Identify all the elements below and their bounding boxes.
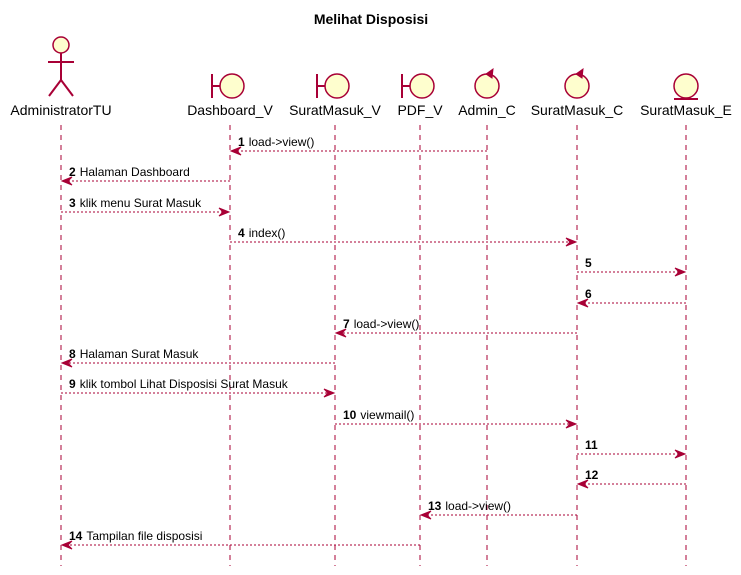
participant-admin_c: Admin_C [458,67,516,118]
message-3: 3 klik menu Surat Masuk [61,196,231,217]
message-number: 10 [343,408,357,422]
arrowhead-icon [218,207,231,217]
message-6: 6 [576,287,686,308]
message-label: 4 index() [238,226,285,240]
participant-dashboard_v: Dashboard_V [187,73,273,118]
message-text: load->view() [445,499,511,513]
boundary-icon [401,73,435,99]
message-label: 7 load->view() [343,317,419,331]
participant-suratmasuk_e: SuratMasuk_E [640,73,732,118]
message-number: 12 [585,468,599,482]
message-1: 1 load->view() [229,135,487,156]
arrowhead-icon [565,419,578,429]
message-label: 2 Halaman Dashboard [69,165,190,179]
message-label: 3 klik menu Surat Masuk [69,196,202,210]
message-number: 9 [69,377,76,391]
message-text: klik tombol Lihat Disposisi Surat Masuk [80,377,289,391]
message-number: 14 [69,529,83,543]
messages: 1 load->view() 2 Halaman Dashboard 3 klik men… [60,135,687,550]
message-5: 5 [577,256,687,277]
diagram-title: Melihat Disposisi [314,11,428,27]
arrowhead-icon [60,358,73,368]
message-9: 9 klik tombol Lihat Disposisi Surat Masuk [61,377,336,398]
message-12: 12 [576,468,686,489]
participant-label: Dashboard_V [187,102,273,118]
message-label: 5 [585,256,592,270]
participant-pdf_v: PDF_V [397,73,443,118]
arrowhead-icon [229,146,242,156]
message-text: index() [249,226,286,240]
arrowhead-icon [576,479,589,489]
arrowhead-icon [674,449,687,459]
message-text: load->view() [354,317,420,331]
message-number: 5 [585,256,592,270]
arrowhead-icon [419,510,432,520]
message-label: 12 [585,468,599,482]
actor-icon [48,36,74,97]
participant-label: SuratMasuk_E [640,102,732,118]
message-number: 2 [69,165,76,179]
message-number: 7 [343,317,350,331]
boundary-icon [316,73,350,99]
message-text: load->view() [249,135,315,149]
boundary-icon [211,73,245,99]
participant-label: AdministratorTU [10,102,111,118]
participant-label: PDF_V [397,102,443,118]
message-text: Halaman Dashboard [80,165,190,179]
message-text: klik menu Surat Masuk [80,196,202,210]
arrowhead-icon [323,388,336,398]
message-label: 1 load->view() [238,135,314,149]
participants: AdministratorTU Dashboard_V SuratMasuk_V PD… [10,36,732,118]
message-number: 8 [69,347,76,361]
message-label: 8 Halaman Surat Masuk [69,347,199,361]
message-7: 7 load->view() [334,317,577,338]
control-icon [474,67,500,99]
message-number: 3 [69,196,76,210]
message-number: 1 [238,135,245,149]
participant-label: Admin_C [458,102,516,118]
message-label: 11 [585,438,598,452]
arrowhead-icon [60,176,73,186]
message-4: 4 index() [230,226,578,247]
message-number: 4 [238,226,245,240]
participant-label: SuratMasuk_C [531,102,624,118]
message-number: 13 [428,499,442,513]
arrowhead-icon [674,267,687,277]
message-11: 11 [577,438,687,459]
message-8: 8 Halaman Surat Masuk [60,347,335,368]
arrowhead-icon [565,237,578,247]
message-text: Halaman Surat Masuk [80,347,200,361]
participant-label: SuratMasuk_V [289,102,381,118]
message-number: 11 [585,438,598,452]
arrowhead-icon [60,540,73,550]
arrowhead-icon [334,328,347,338]
lifelines [60,125,687,566]
entity-icon [673,73,699,100]
participant-suratmasuk_v: SuratMasuk_V [289,73,382,118]
control-icon [564,67,590,99]
message-label: 9 klik tombol Lihat Disposisi Surat Masuk [69,377,289,391]
participant-suratmasuk_c: SuratMasuk_C [531,67,624,118]
participant-administratortu: AdministratorTU [10,36,112,118]
message-number: 6 [585,287,592,301]
message-2: 2 Halaman Dashboard [60,165,230,186]
message-text: viewmail() [360,408,414,422]
arrowhead-icon [576,298,589,308]
message-label: 6 [585,287,592,301]
message-text: Tampilan file disposisi [86,529,202,543]
